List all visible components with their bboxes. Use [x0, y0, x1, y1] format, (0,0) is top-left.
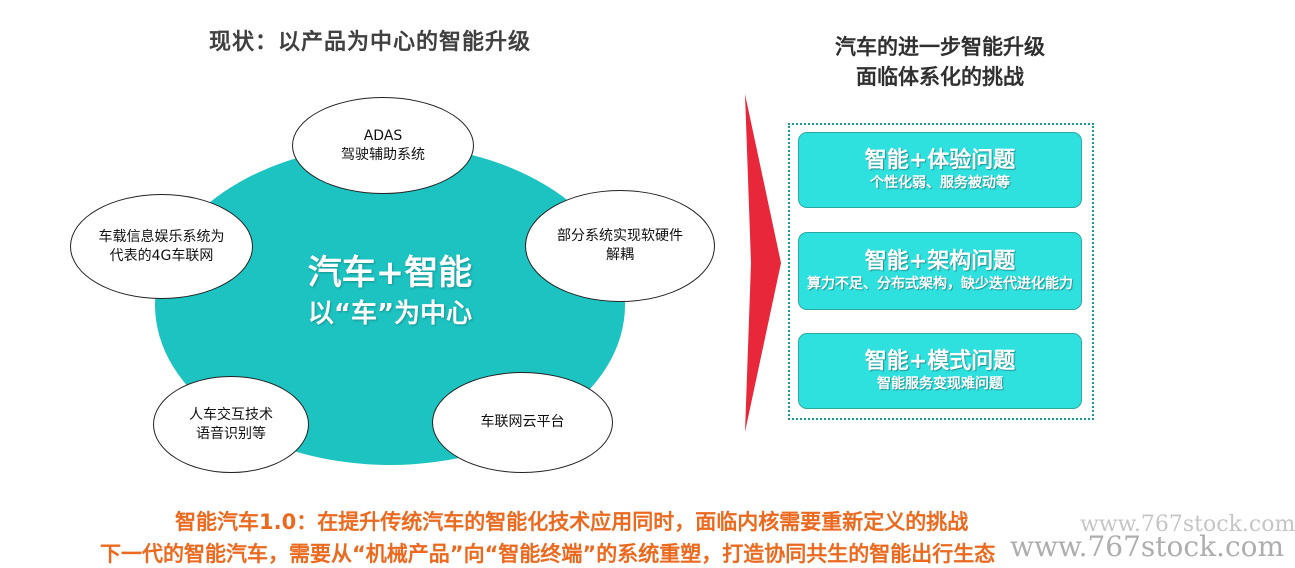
bottom-line-1: 智能汽车1.0：在提升传统汽车的智能化技术应用同时，面临内核需要重新定义的挑战 [175, 510, 969, 534]
card-experience-issue: 智能+体验问题 个性化弱、服务被动等 [798, 132, 1082, 208]
node-infotainment-4g: 车载信息娱乐系统为 代表的4G车联网 [70, 194, 253, 299]
center-label: 汽车+智能 以“车”为中心 [250, 250, 530, 332]
node-decouple-line-1: 部分系统实现软硬件 [557, 228, 683, 244]
node-adas-line-2: 驾驶辅助系统 [341, 146, 425, 163]
right-title-line-2: 面临体系化的挑战 [856, 65, 1024, 89]
card-3-desc: 智能服务变现难问题 [877, 376, 1003, 392]
bottom-line-2: 下一代的智能汽车，需要从“机械产品”向“智能终端”的系统重塑，打造协同共生的智能… [100, 542, 996, 566]
right-chevron-arrow-icon [745, 94, 781, 432]
node-iov-cloud-platform: 车联网云平台 [432, 372, 613, 473]
card-2-title: 智能+架构问题 [864, 249, 1016, 274]
right-title-line-1: 汽车的进一步智能升级 [835, 35, 1045, 59]
node-hmi-line-1: 人车交互技术 [189, 406, 273, 423]
node-software-hardware-decoupling: 部分系统实现软硬件 解耦 [525, 190, 715, 302]
node-decouple-line-2: 解耦 [606, 247, 634, 263]
challenges-panel [788, 123, 1094, 420]
node-info-line-1: 车载信息娱乐系统为 [98, 228, 225, 245]
node-info-line-2: 代表的4G车联网 [109, 247, 214, 264]
watermark-1: www.767stock.com [1080, 512, 1295, 537]
card-architecture-issue: 智能+架构问题 算力不足、分布式架构，缺少迭代进化能力 [798, 232, 1082, 310]
node-human-vehicle-interaction: 人车交互技术 语音识别等 [153, 376, 309, 473]
left-title: 现状：以产品为中心的智能升级 [208, 30, 531, 55]
node-cloud-line-1: 车联网云平台 [480, 414, 565, 430]
center-main-text: 汽车+智能 [307, 253, 473, 293]
right-title: 汽车的进一步智能升级 面临体系化的挑战 [780, 32, 1100, 92]
card-2-desc: 算力不足、分布式架构，缺少迭代进化能力 [807, 276, 1073, 292]
center-sub-text: 以“车”为中心 [307, 299, 473, 329]
card-3-title: 智能+模式问题 [864, 349, 1016, 374]
card-1-title: 智能+体验问题 [864, 148, 1016, 173]
card-1-desc: 个性化弱、服务被动等 [870, 175, 1010, 191]
watermark-2: www.767stock.com [1010, 530, 1285, 563]
node-adas-line-1: ADAS [363, 127, 403, 144]
node-hmi-line-2: 语音识别等 [196, 425, 266, 442]
card-business-model-issue: 智能+模式问题 智能服务变现难问题 [798, 333, 1082, 409]
node-adas: ADAS 驾驶辅助系统 [292, 97, 474, 194]
